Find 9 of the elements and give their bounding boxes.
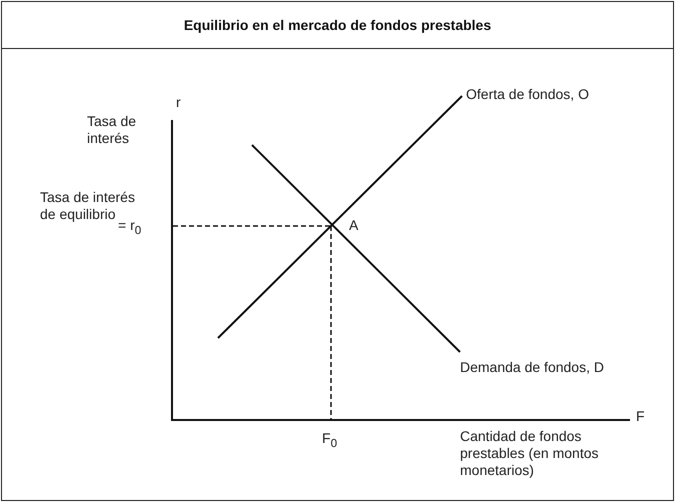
axis-label: r xyxy=(176,94,181,111)
axis-title: Cantidad de fondos prestables (en montos monetarios) xyxy=(460,428,600,478)
axis-value-label: F$_{0}$ xyxy=(322,430,338,451)
title: Equilibrio en el mercado de fondos prestables xyxy=(184,17,492,33)
axis-label: F xyxy=(636,408,645,425)
axis-title: Tasa de interés xyxy=(87,113,138,147)
point-label: A xyxy=(349,217,358,234)
curve-label: Oferta de fondos, O xyxy=(466,86,589,103)
curve-label: Demanda de fondos, D xyxy=(460,359,604,376)
